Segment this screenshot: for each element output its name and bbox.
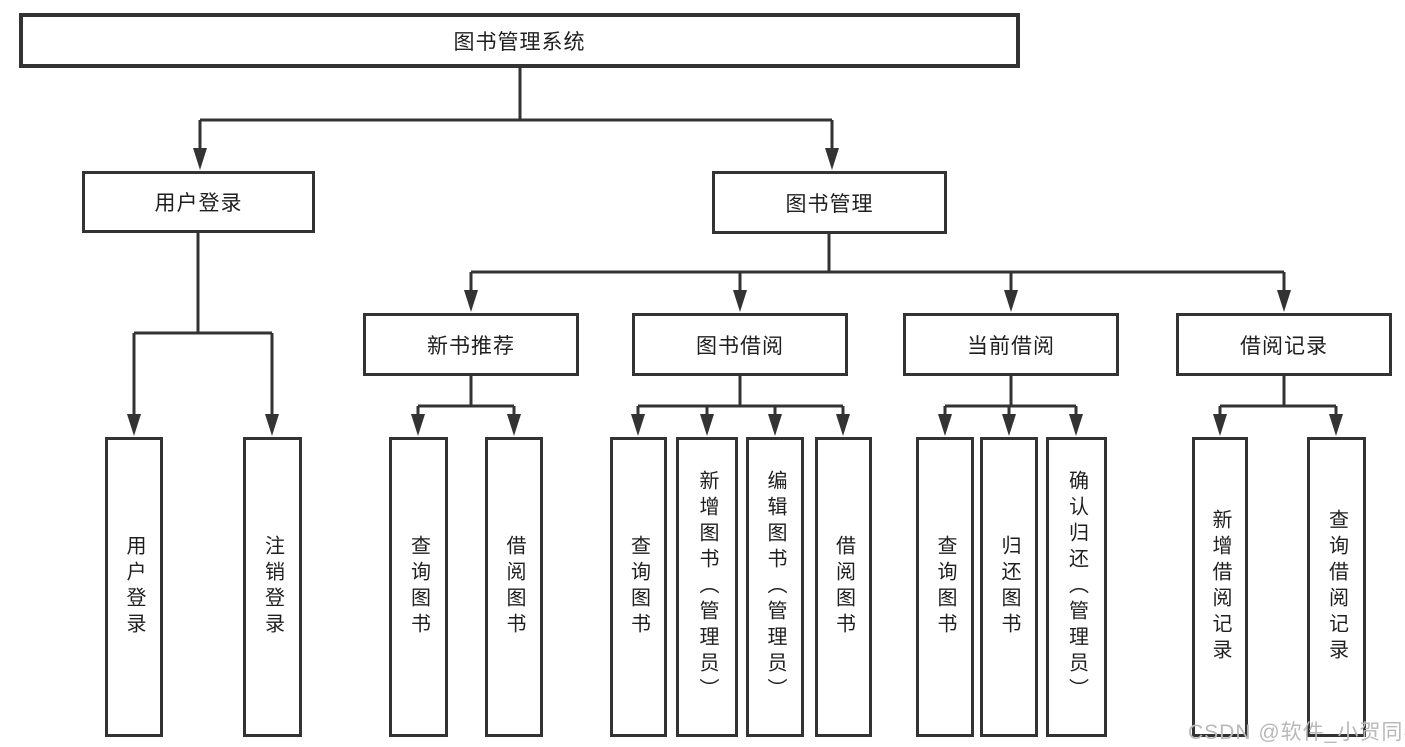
node-library-system: 图书管理系统 bbox=[19, 13, 1020, 68]
leaf-label: 新增借阅记录 bbox=[1209, 509, 1231, 665]
leaf-label: 归还图书 bbox=[998, 535, 1020, 639]
node-label: 用户登录 bbox=[154, 192, 243, 215]
node-label: 借阅记录 bbox=[1240, 334, 1328, 358]
node-label: 图书借阅 bbox=[696, 334, 784, 358]
node-borrow-records: 借阅记录 bbox=[1176, 313, 1392, 376]
leaf-query-books-recommend: 查询图书 bbox=[389, 437, 448, 737]
node-current-borrow: 当前借阅 bbox=[903, 313, 1119, 376]
node-label: 当前借阅 bbox=[967, 334, 1055, 358]
leaf-edit-book-admin: 编辑图书（管理员） bbox=[746, 437, 804, 737]
leaf-label: 确认归还（管理员） bbox=[1065, 470, 1088, 704]
leaf-label: 借阅图书 bbox=[503, 535, 525, 639]
node-new-book-recommend: 新书推荐 bbox=[363, 313, 579, 376]
leaf-query-borrow-record: 查询借阅记录 bbox=[1307, 437, 1366, 737]
node-book-borrow: 图书借阅 bbox=[632, 313, 848, 376]
node-label: 新书推荐 bbox=[427, 334, 515, 358]
leaf-label: 新增图书（管理员） bbox=[696, 470, 718, 704]
node-label: 图书管理系统 bbox=[453, 30, 586, 54]
arrowheads bbox=[127, 148, 1343, 436]
node-label: 图书管理 bbox=[785, 192, 874, 216]
leaf-label: 查询图书 bbox=[627, 535, 650, 639]
leaf-label: 借阅图书 bbox=[832, 535, 855, 639]
leaf-label: 编辑图书（管理员） bbox=[764, 470, 786, 704]
leaf-confirm-return-admin: 确认归还（管理员） bbox=[1046, 437, 1107, 737]
leaf-user-login: 用户登录 bbox=[105, 437, 163, 737]
leaf-return-book: 归还图书 bbox=[980, 437, 1038, 737]
leaf-label: 查询图书 bbox=[407, 535, 430, 639]
node-user-login: 用户登录 bbox=[82, 171, 315, 233]
leaf-add-borrow-record: 新增借阅记录 bbox=[1192, 437, 1248, 737]
leaf-borrow-books-recommend: 借阅图书 bbox=[485, 437, 543, 737]
leaf-label: 查询借阅记录 bbox=[1325, 509, 1348, 665]
leaf-logout: 注销登录 bbox=[243, 437, 302, 737]
leaf-query-books-borrow: 查询图书 bbox=[610, 437, 667, 737]
leaf-label: 查询图书 bbox=[934, 535, 956, 639]
leaf-label: 用户登录 bbox=[123, 535, 145, 639]
leaf-query-books-current: 查询图书 bbox=[916, 437, 974, 737]
leaf-add-book-admin: 新增图书（管理员） bbox=[676, 437, 738, 737]
leaf-label: 注销登录 bbox=[261, 535, 284, 639]
leaf-borrow-books-borrow: 借阅图书 bbox=[815, 437, 872, 737]
node-book-management: 图书管理 bbox=[712, 171, 947, 234]
watermark: CSDN @软件_小贺同学 bbox=[1188, 721, 1405, 744]
